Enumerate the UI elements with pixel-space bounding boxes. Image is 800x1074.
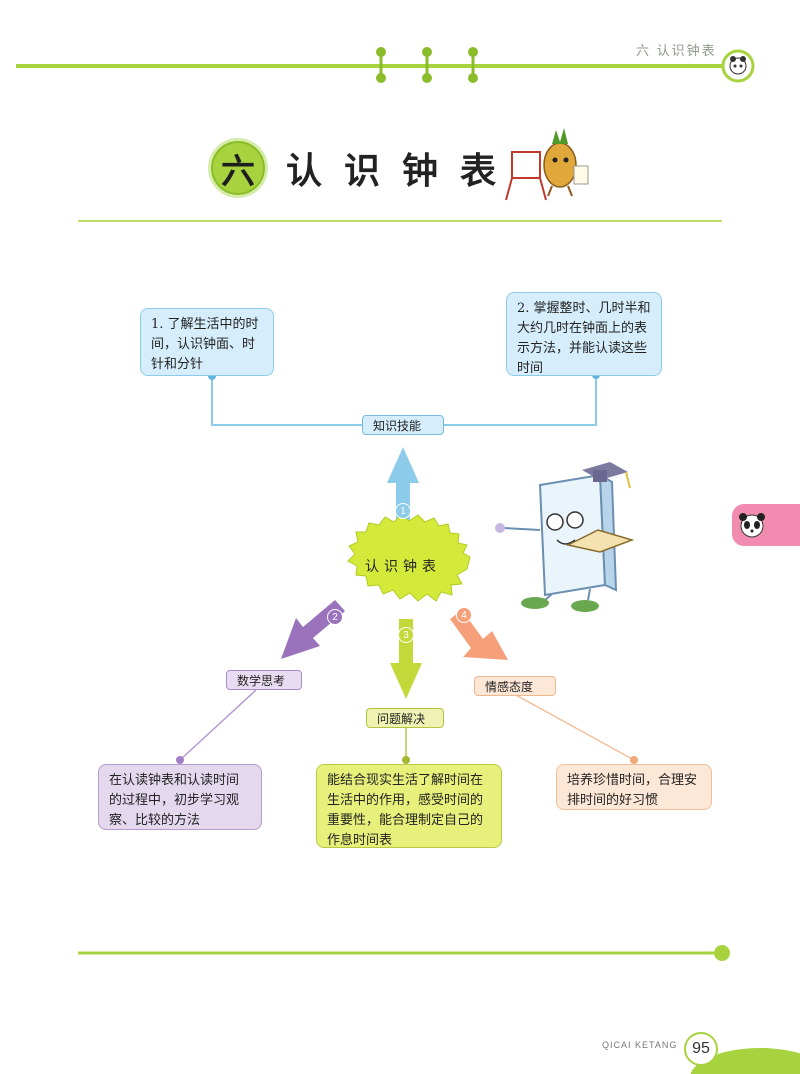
panda-icon [739,513,765,538]
mindmap-center: 认识钟表 [365,559,441,575]
arrow-number-1: 1 [395,503,411,519]
chapter-badge: 六 [208,138,268,198]
header-pin-3 [468,47,478,83]
side-tab [732,504,800,546]
branch-label-attitude: 情感态度 [474,676,556,696]
knowledge-item-1: 1. 了解生活中的时间，认识钟面、时针和分针 [140,308,274,376]
thinking-item-1: 在认读钟表和认读时间的过程中，初步学习观察、比较的方法 [98,764,262,830]
corner-blob [690,1048,800,1074]
chapter-title: 认识钟表 [286,151,519,192]
branch-label-problem-solving: 问题解决 [366,708,444,728]
header-pin-2 [422,47,432,83]
footer-brand: QICAI KETANG [602,1040,678,1050]
branch-label-knowledge: 知识技能 [362,415,444,435]
center-burst [347,514,471,602]
knowledge-item-2: 2. 掌握整时、几时半和大约几时在钟面上的表示方法，并能认读这些时间 [506,292,662,376]
arrow-1 [387,447,419,524]
pineapple-painter-icon [505,128,589,201]
header-pin-1 [376,47,386,83]
page-title: 六 认识钟表 [208,138,519,198]
chapter-header: 六 认识钟表 [636,43,717,58]
attitude-item-1: 培养珍惜时间，合理安排时间的好习惯 [556,764,712,810]
arrow-number-4: 4 [456,607,472,623]
header-panda-icon [721,49,755,83]
book-character-icon [495,462,635,612]
branch-label-thinking: 数学思考 [226,670,302,690]
arrow-3 [390,619,422,699]
page-number: 95 [684,1032,718,1066]
problem-solving-item-1: 能结合现实生活了解时间在生活中的作用，感受时间的重要性，能合理制定自己的作息时间… [316,764,502,848]
header-pins [376,47,478,83]
arrow-number-3: 3 [398,627,414,643]
arrow-number-2: 2 [327,609,343,625]
